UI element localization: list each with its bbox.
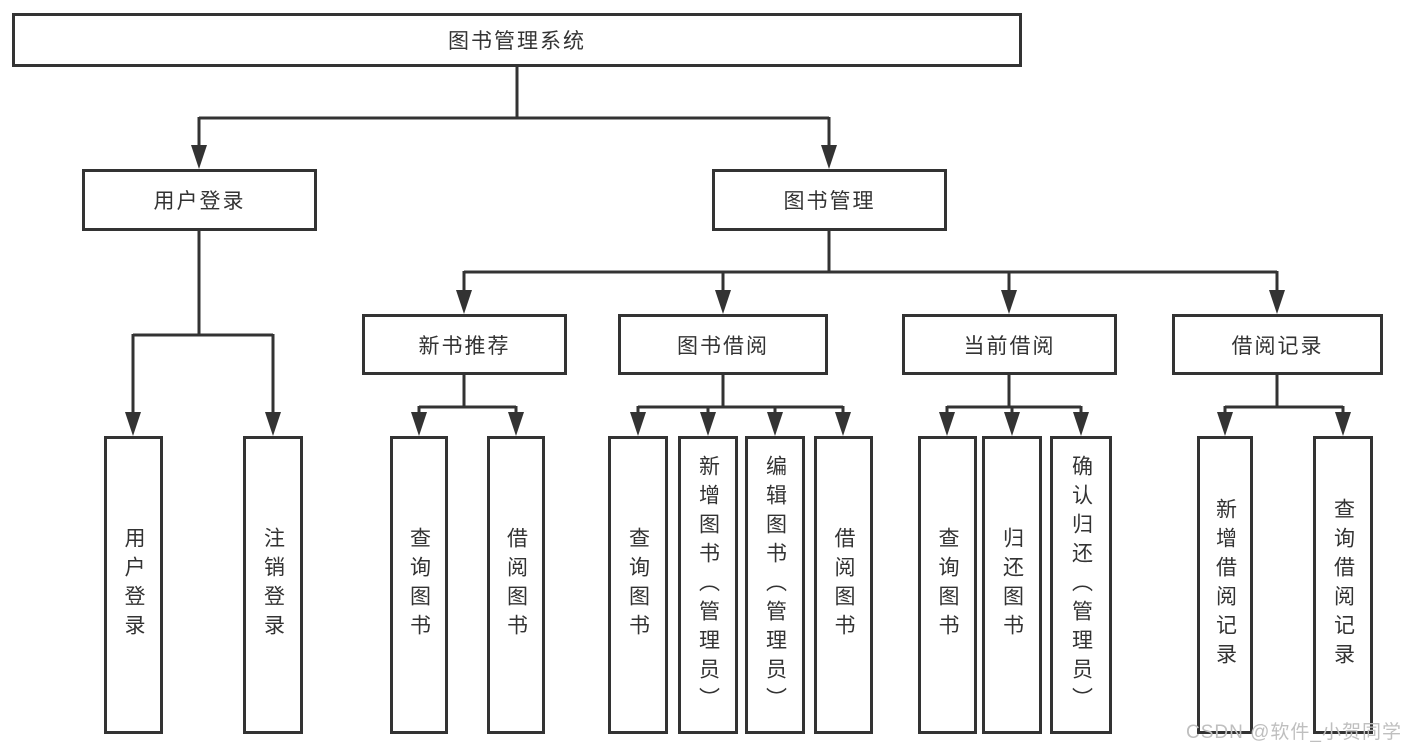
leaf-add-books-admin-label: 新增图书（管理员） — [696, 454, 720, 716]
node-current-borrowing: 当前借阅 — [902, 314, 1117, 375]
csdn-watermark: CSDN @软件_小贺同学 — [1186, 722, 1402, 743]
node-borrowing-records-label: 借阅记录 — [1231, 334, 1324, 358]
node-current-borrowing-label: 当前借阅 — [963, 334, 1056, 358]
node-new-book-recommend-label: 新书推荐 — [418, 334, 511, 358]
node-user-login: 用户登录 — [82, 169, 317, 231]
leaf-add-borrow-record-label: 新增借阅记录 — [1213, 498, 1237, 672]
connector-book-mgmt-sections — [456, 231, 1285, 314]
node-root-label: 图书管理系统 — [448, 30, 586, 53]
leaf-confirm-return-admin-label: 确认归还（管理员） — [1069, 454, 1093, 716]
leaf-confirm-return-admin: 确认归还（管理员） — [1050, 436, 1112, 734]
connector-borrow-record-children — [1217, 375, 1351, 436]
leaf-query-books-2-label: 查询图书 — [626, 527, 650, 643]
leaf-borrow-books-2-label: 借阅图书 — [832, 527, 856, 643]
leaf-borrow-books-1: 借阅图书 — [487, 436, 545, 734]
node-user-login-label: 用户登录 — [153, 190, 246, 213]
leaf-query-books-1-label: 查询图书 — [407, 527, 431, 643]
leaf-user-login: 用户登录 — [104, 436, 163, 734]
leaf-return-books: 归还图书 — [982, 436, 1042, 734]
leaf-borrow-books-2: 借阅图书 — [814, 436, 873, 734]
leaf-query-books-2: 查询图书 — [608, 436, 668, 734]
connector-user-login-children — [125, 231, 281, 436]
leaf-query-borrow-record: 查询借阅记录 — [1313, 436, 1373, 734]
leaf-return-books-label: 归还图书 — [1000, 527, 1024, 643]
node-book-management-label: 图书管理 — [783, 190, 876, 213]
leaf-query-books-1: 查询图书 — [390, 436, 448, 734]
node-borrowing-records: 借阅记录 — [1172, 314, 1383, 375]
node-book-management: 图书管理 — [712, 169, 947, 231]
connector-current-borrow-children — [939, 375, 1089, 436]
leaf-add-books-admin: 新增图书（管理员） — [678, 436, 738, 734]
leaf-logout-label: 注销登录 — [261, 527, 285, 643]
node-root-system: 图书管理系统 — [12, 13, 1022, 67]
leaf-edit-books-admin-label: 编辑图书（管理员） — [763, 454, 787, 716]
node-book-borrowing-label: 图书借阅 — [677, 334, 769, 358]
connector-root-to-level2 — [191, 67, 837, 169]
leaf-query-books-3-label: 查询图书 — [936, 527, 960, 643]
leaf-query-borrow-record-label: 查询借阅记录 — [1331, 498, 1355, 672]
leaf-query-books-3: 查询图书 — [918, 436, 977, 734]
leaf-logout: 注销登录 — [243, 436, 303, 734]
leaf-user-login-label: 用户登录 — [122, 527, 146, 643]
leaf-add-borrow-record: 新增借阅记录 — [1197, 436, 1253, 734]
node-new-book-recommend: 新书推荐 — [362, 314, 567, 375]
leaf-edit-books-admin: 编辑图书（管理员） — [745, 436, 805, 734]
node-book-borrowing: 图书借阅 — [618, 314, 828, 375]
connector-new-books-children — [411, 375, 524, 436]
connector-book-borrow-children — [630, 375, 851, 436]
leaf-borrow-books-1-label: 借阅图书 — [504, 527, 528, 643]
